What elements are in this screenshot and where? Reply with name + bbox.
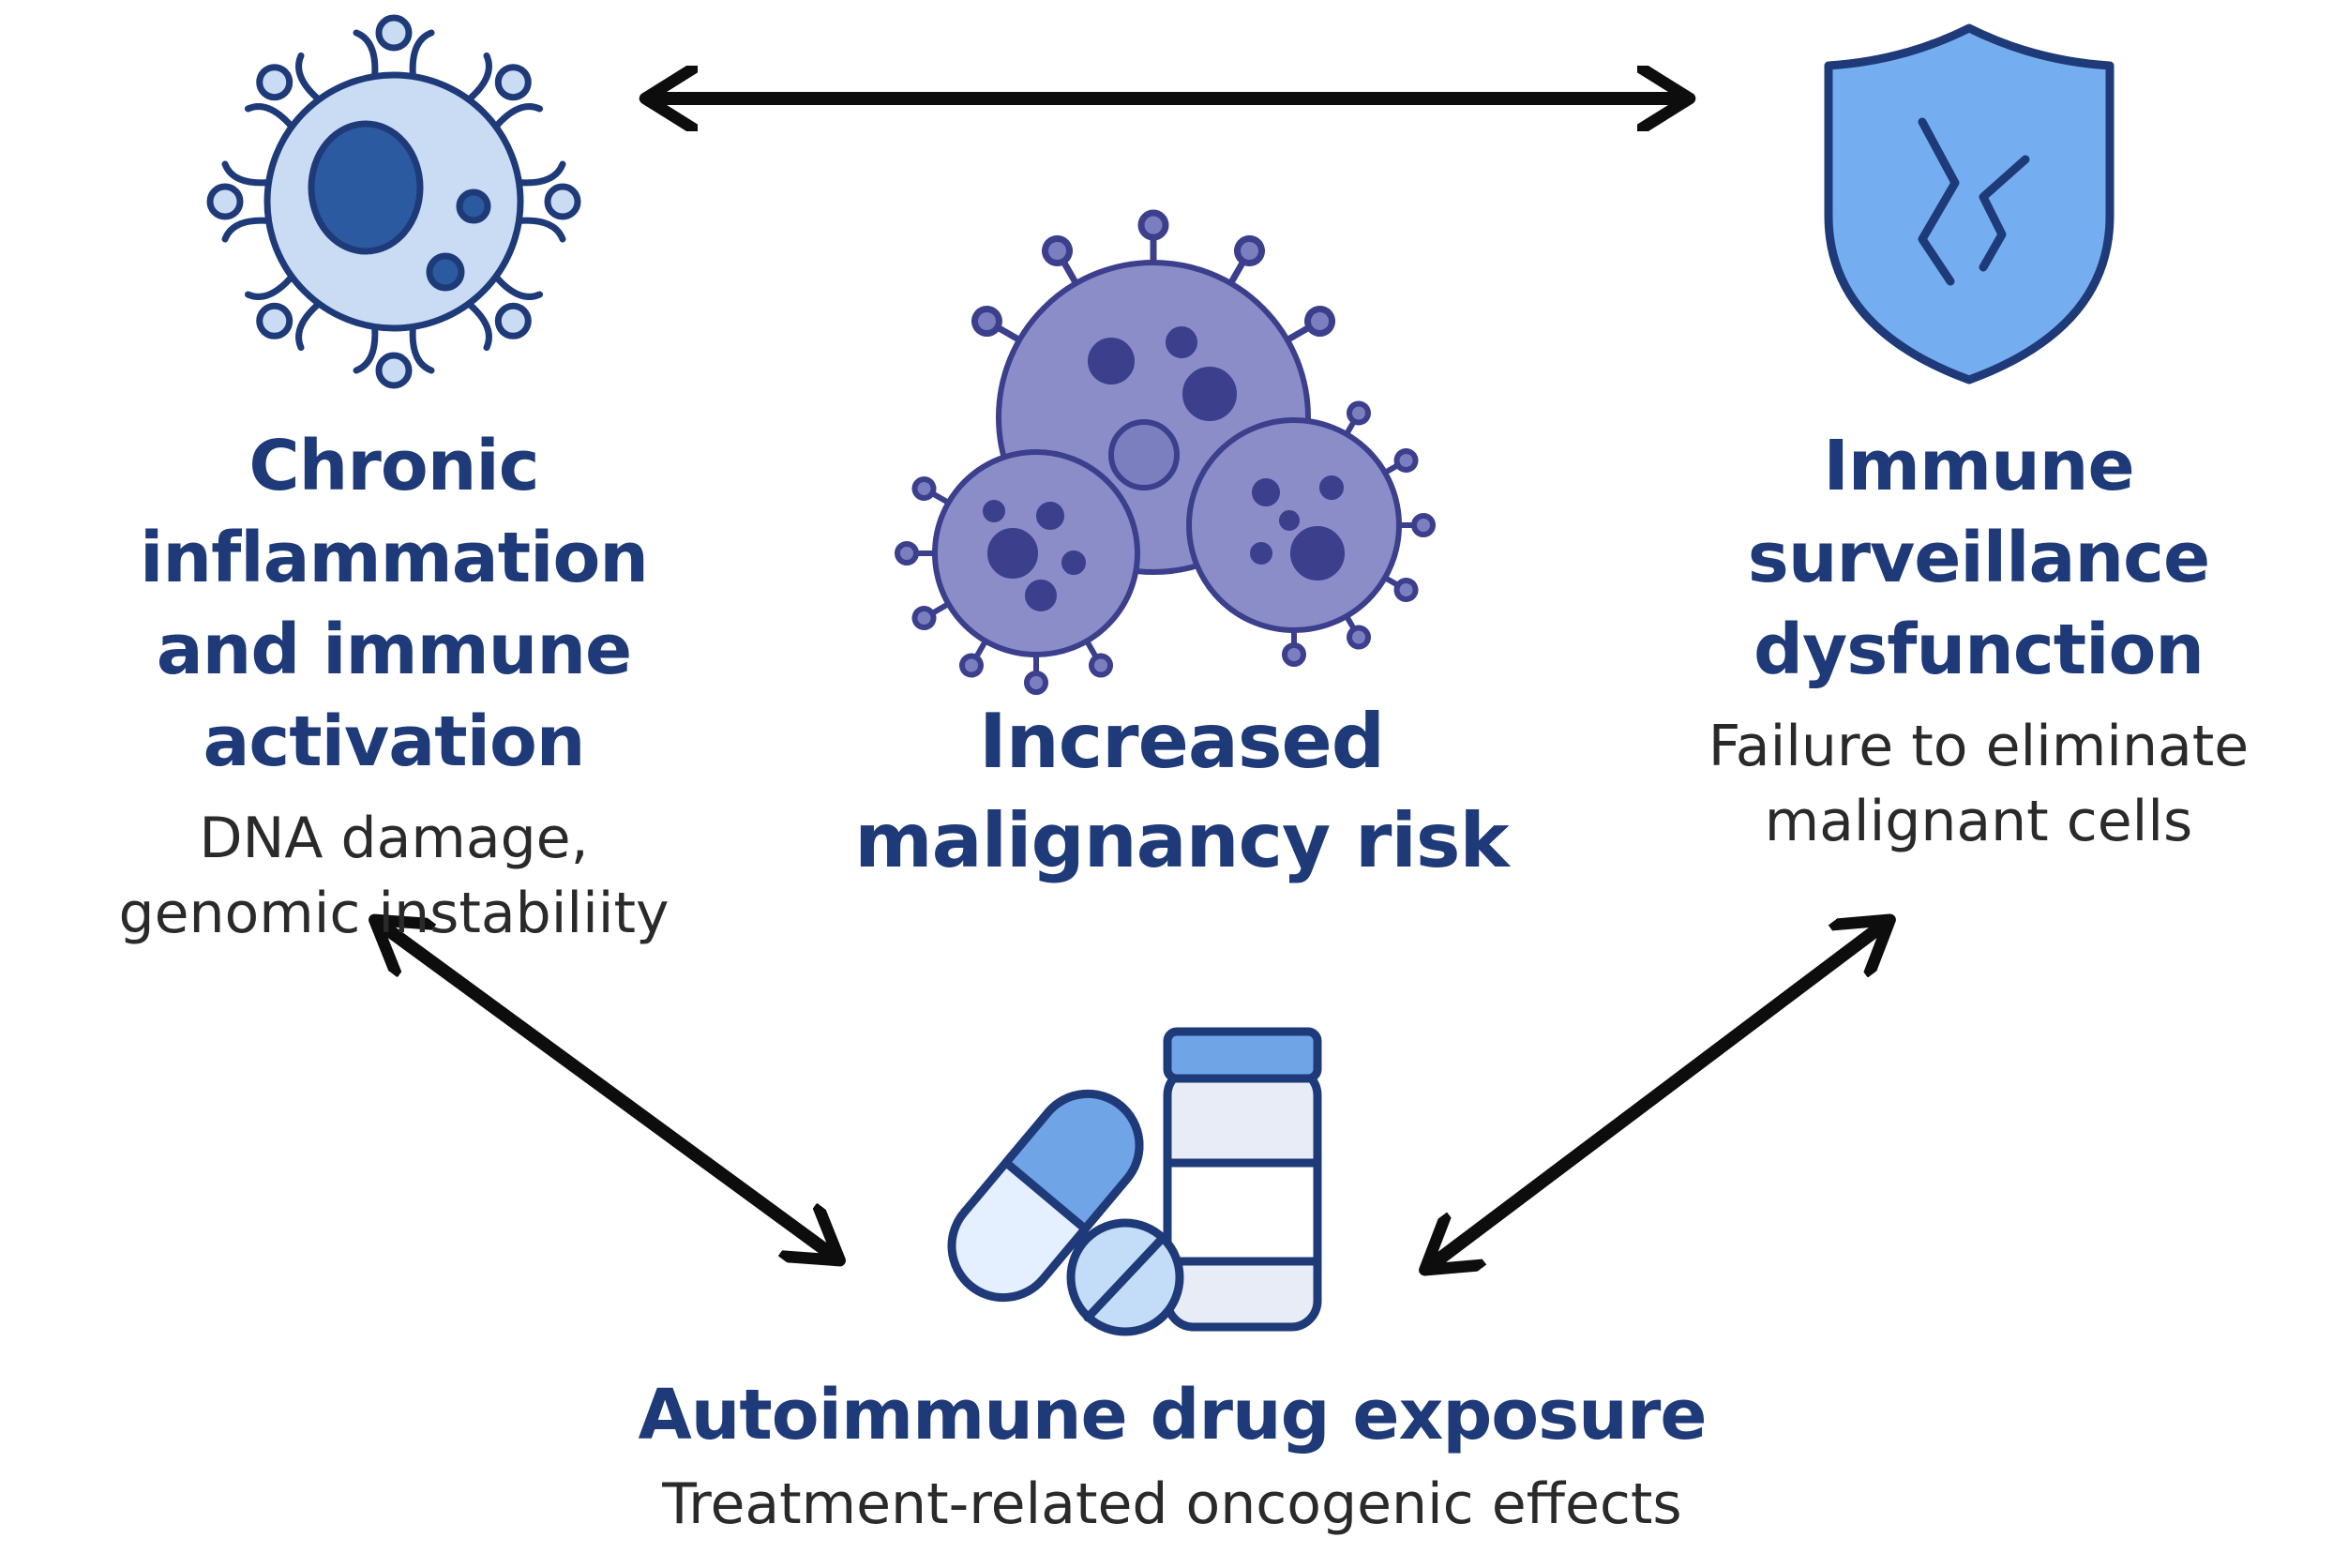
inflammation-sub-line2: genomic instabiliity: [118, 881, 670, 946]
inflammation-title-line2: and immune activation: [156, 610, 632, 782]
drug-subtitle: Treatment-related oncogenic effects: [662, 1471, 1682, 1537]
inflammation-node: Chronic inflammation and immune activati…: [0, 420, 788, 951]
center-node: Increased malignancy risk: [825, 692, 1538, 891]
inflammation-sub-line1: DNA damage,: [199, 806, 589, 871]
inflammation-subtitle: DNA damage, genomic instabiliity: [0, 801, 788, 951]
inflammation-title-line1: Chronic inflammation: [140, 426, 649, 598]
drug-title: Autoimmune drug exposure: [638, 1375, 1707, 1455]
center-title-line2: malignancy risk: [854, 797, 1509, 884]
surveillance-title-line1: Immune surveillance: [1747, 426, 2210, 598]
center-title: Increased malignancy risk: [825, 692, 1538, 891]
surveillance-sub-line1: Failure to eliminate: [1708, 714, 2250, 779]
immune-cell-icon: [206, 14, 581, 389]
pills-and-bottle-icon: [947, 1027, 1322, 1336]
surveillance-node: Immune surveillance dysfunction Failure …: [1585, 420, 2348, 859]
arrow-right-diagonal: [1430, 924, 1885, 1266]
surveillance-sub-line2: malignant cells: [1764, 789, 2193, 854]
surveillance-title: Immune surveillance dysfunction: [1585, 420, 2348, 696]
surveillance-subtitle: Failure to eliminate malignant cells: [1585, 709, 2348, 859]
surveillance-title-line2: dysfunction: [1753, 610, 2205, 690]
cancer-cells-icon: [895, 209, 1436, 695]
drug-node: Autoimmune drug exposure Treatment-relat…: [563, 1369, 1782, 1542]
arrow-left-diagonal: [380, 924, 835, 1257]
cracked-shield-icon: [1824, 23, 2115, 384]
inflammation-title: Chronic inflammation and immune activati…: [0, 420, 788, 788]
center-title-line1: Increased: [979, 698, 1385, 785]
